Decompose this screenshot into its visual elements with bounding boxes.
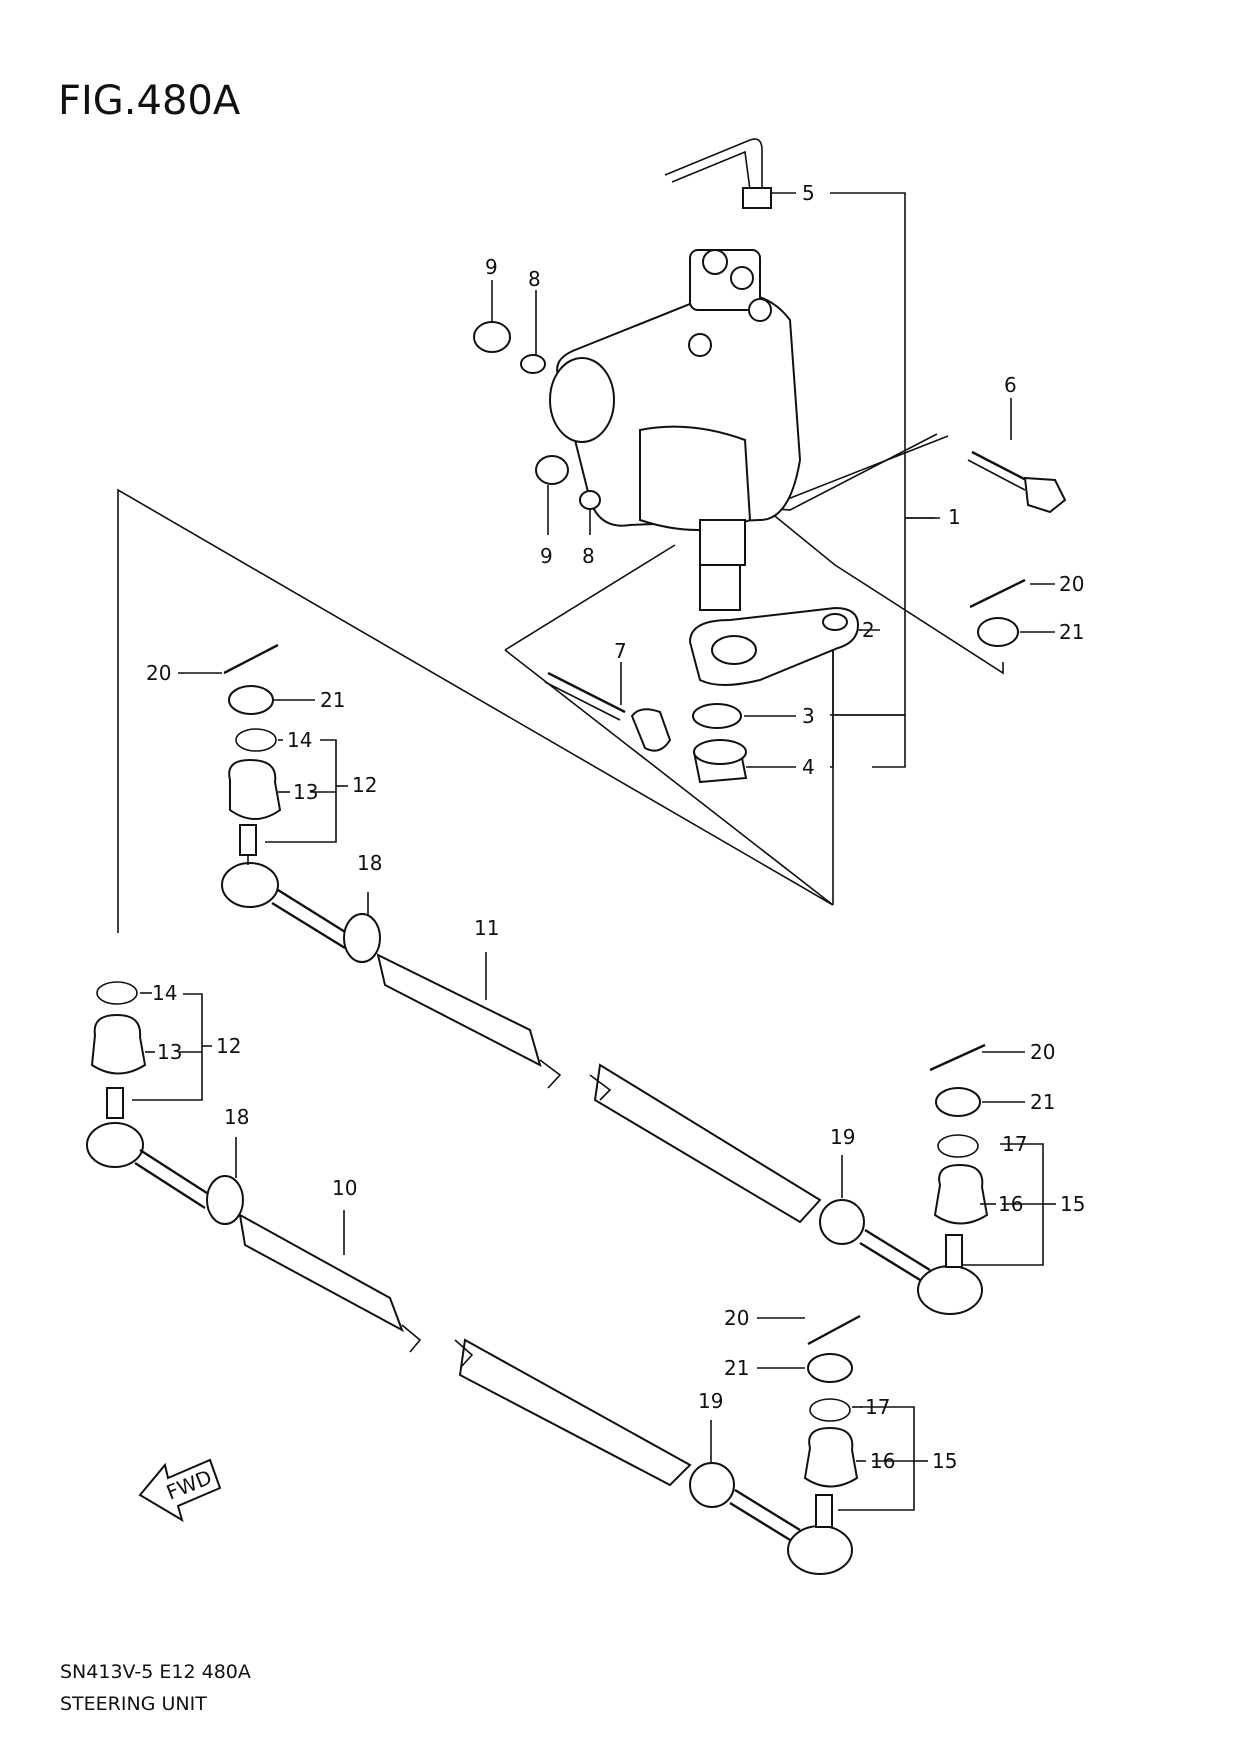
ring-17-a: [937, 1134, 979, 1158]
ring-14-b: [96, 981, 138, 1005]
fwd-arrow: FWD: [138, 1458, 222, 1523]
boot-13-a: [228, 758, 282, 820]
callout-7: 7: [614, 639, 627, 663]
callout-10: 10: [332, 1176, 357, 1200]
callout-8-lower: 8: [582, 544, 595, 568]
callout-18-b: 18: [224, 1105, 249, 1129]
callout-20-d: 20: [724, 1306, 749, 1330]
tie-rod-10: [86, 1087, 853, 1575]
washer-8-lower: [579, 490, 601, 510]
cotter-pin-20-a: [223, 643, 279, 675]
callout-21-d: 21: [724, 1356, 749, 1380]
callout-20-b: 20: [1059, 572, 1084, 596]
castle-nut-21-b: [977, 617, 1019, 647]
callout-9-lower: 9: [540, 544, 553, 568]
cotter-pin-20-c: [929, 1043, 986, 1072]
castle-nut-21-a: [228, 685, 274, 715]
callout-20-a: 20: [146, 661, 171, 685]
tie-rod-11: [221, 824, 983, 1315]
callout-19-b: 19: [698, 1389, 723, 1413]
callout-15-b: 15: [932, 1449, 957, 1473]
callout-21-c: 21: [1030, 1090, 1055, 1114]
figure-title: FIG.480A: [58, 78, 241, 124]
nut-4: [692, 739, 748, 784]
callout-2: 2: [862, 618, 875, 642]
castle-nut-21-d: [807, 1353, 853, 1383]
callout-12-a: 12: [352, 773, 377, 797]
ring-17-b: [809, 1398, 851, 1422]
footer-code: SN413V-5 E12 480A: [60, 1661, 251, 1683]
washer-3: [692, 703, 742, 729]
callout-13-b: 13: [157, 1040, 182, 1064]
callout-11: 11: [474, 916, 499, 940]
callout-13-a: 13: [293, 780, 318, 804]
castle-nut-21-c: [935, 1087, 981, 1117]
callout-6: 6: [1004, 373, 1017, 397]
boot-16-a: [933, 1163, 989, 1225]
callout-12-b: 12: [216, 1034, 241, 1058]
callout-20-c: 20: [1030, 1040, 1055, 1064]
cotter-pin-20-d: [807, 1314, 861, 1346]
callout-17-a: 17: [1002, 1132, 1027, 1156]
callout-3: 3: [802, 704, 815, 728]
footer-name: STEERING UNIT: [60, 1693, 207, 1715]
callout-15-a: 15: [1060, 1192, 1085, 1216]
callout-14-a: 14: [287, 728, 312, 752]
bolt-7: [544, 671, 672, 752]
callout-21-a: 21: [320, 688, 345, 712]
callout-4: 4: [802, 755, 815, 779]
assembly-brackets: [117, 192, 1044, 1511]
callout-5: 5: [802, 181, 815, 205]
callout-16-a: 16: [998, 1192, 1023, 1216]
callout-9-upper: 9: [485, 255, 498, 279]
callout-21-b: 21: [1059, 620, 1084, 644]
pitman-arm: [688, 606, 860, 686]
boot-16-b: [803, 1426, 859, 1488]
steering-gear-box: [549, 138, 802, 611]
bolt-6: [967, 450, 1067, 514]
callout-8-upper: 8: [528, 267, 541, 291]
nut-9-lower: [535, 455, 569, 485]
callout-18-a: 18: [357, 851, 382, 875]
cotter-pin-20-b: [969, 578, 1026, 609]
callout-19-a: 19: [830, 1125, 855, 1149]
callout-labels: 5 1 2 3 4 6 7 8 9 8 9 20 21 20 21 14 13 …: [140, 181, 1085, 1473]
callout-17-b: 17: [865, 1395, 890, 1419]
callout-14-b: 14: [152, 981, 177, 1005]
nut-9-upper: [473, 321, 511, 353]
callout-1: 1: [948, 505, 961, 529]
callout-16-b: 16: [870, 1449, 895, 1473]
ring-14-a: [235, 728, 277, 752]
boot-13-b: [90, 1013, 147, 1075]
washer-8-upper: [520, 354, 546, 374]
